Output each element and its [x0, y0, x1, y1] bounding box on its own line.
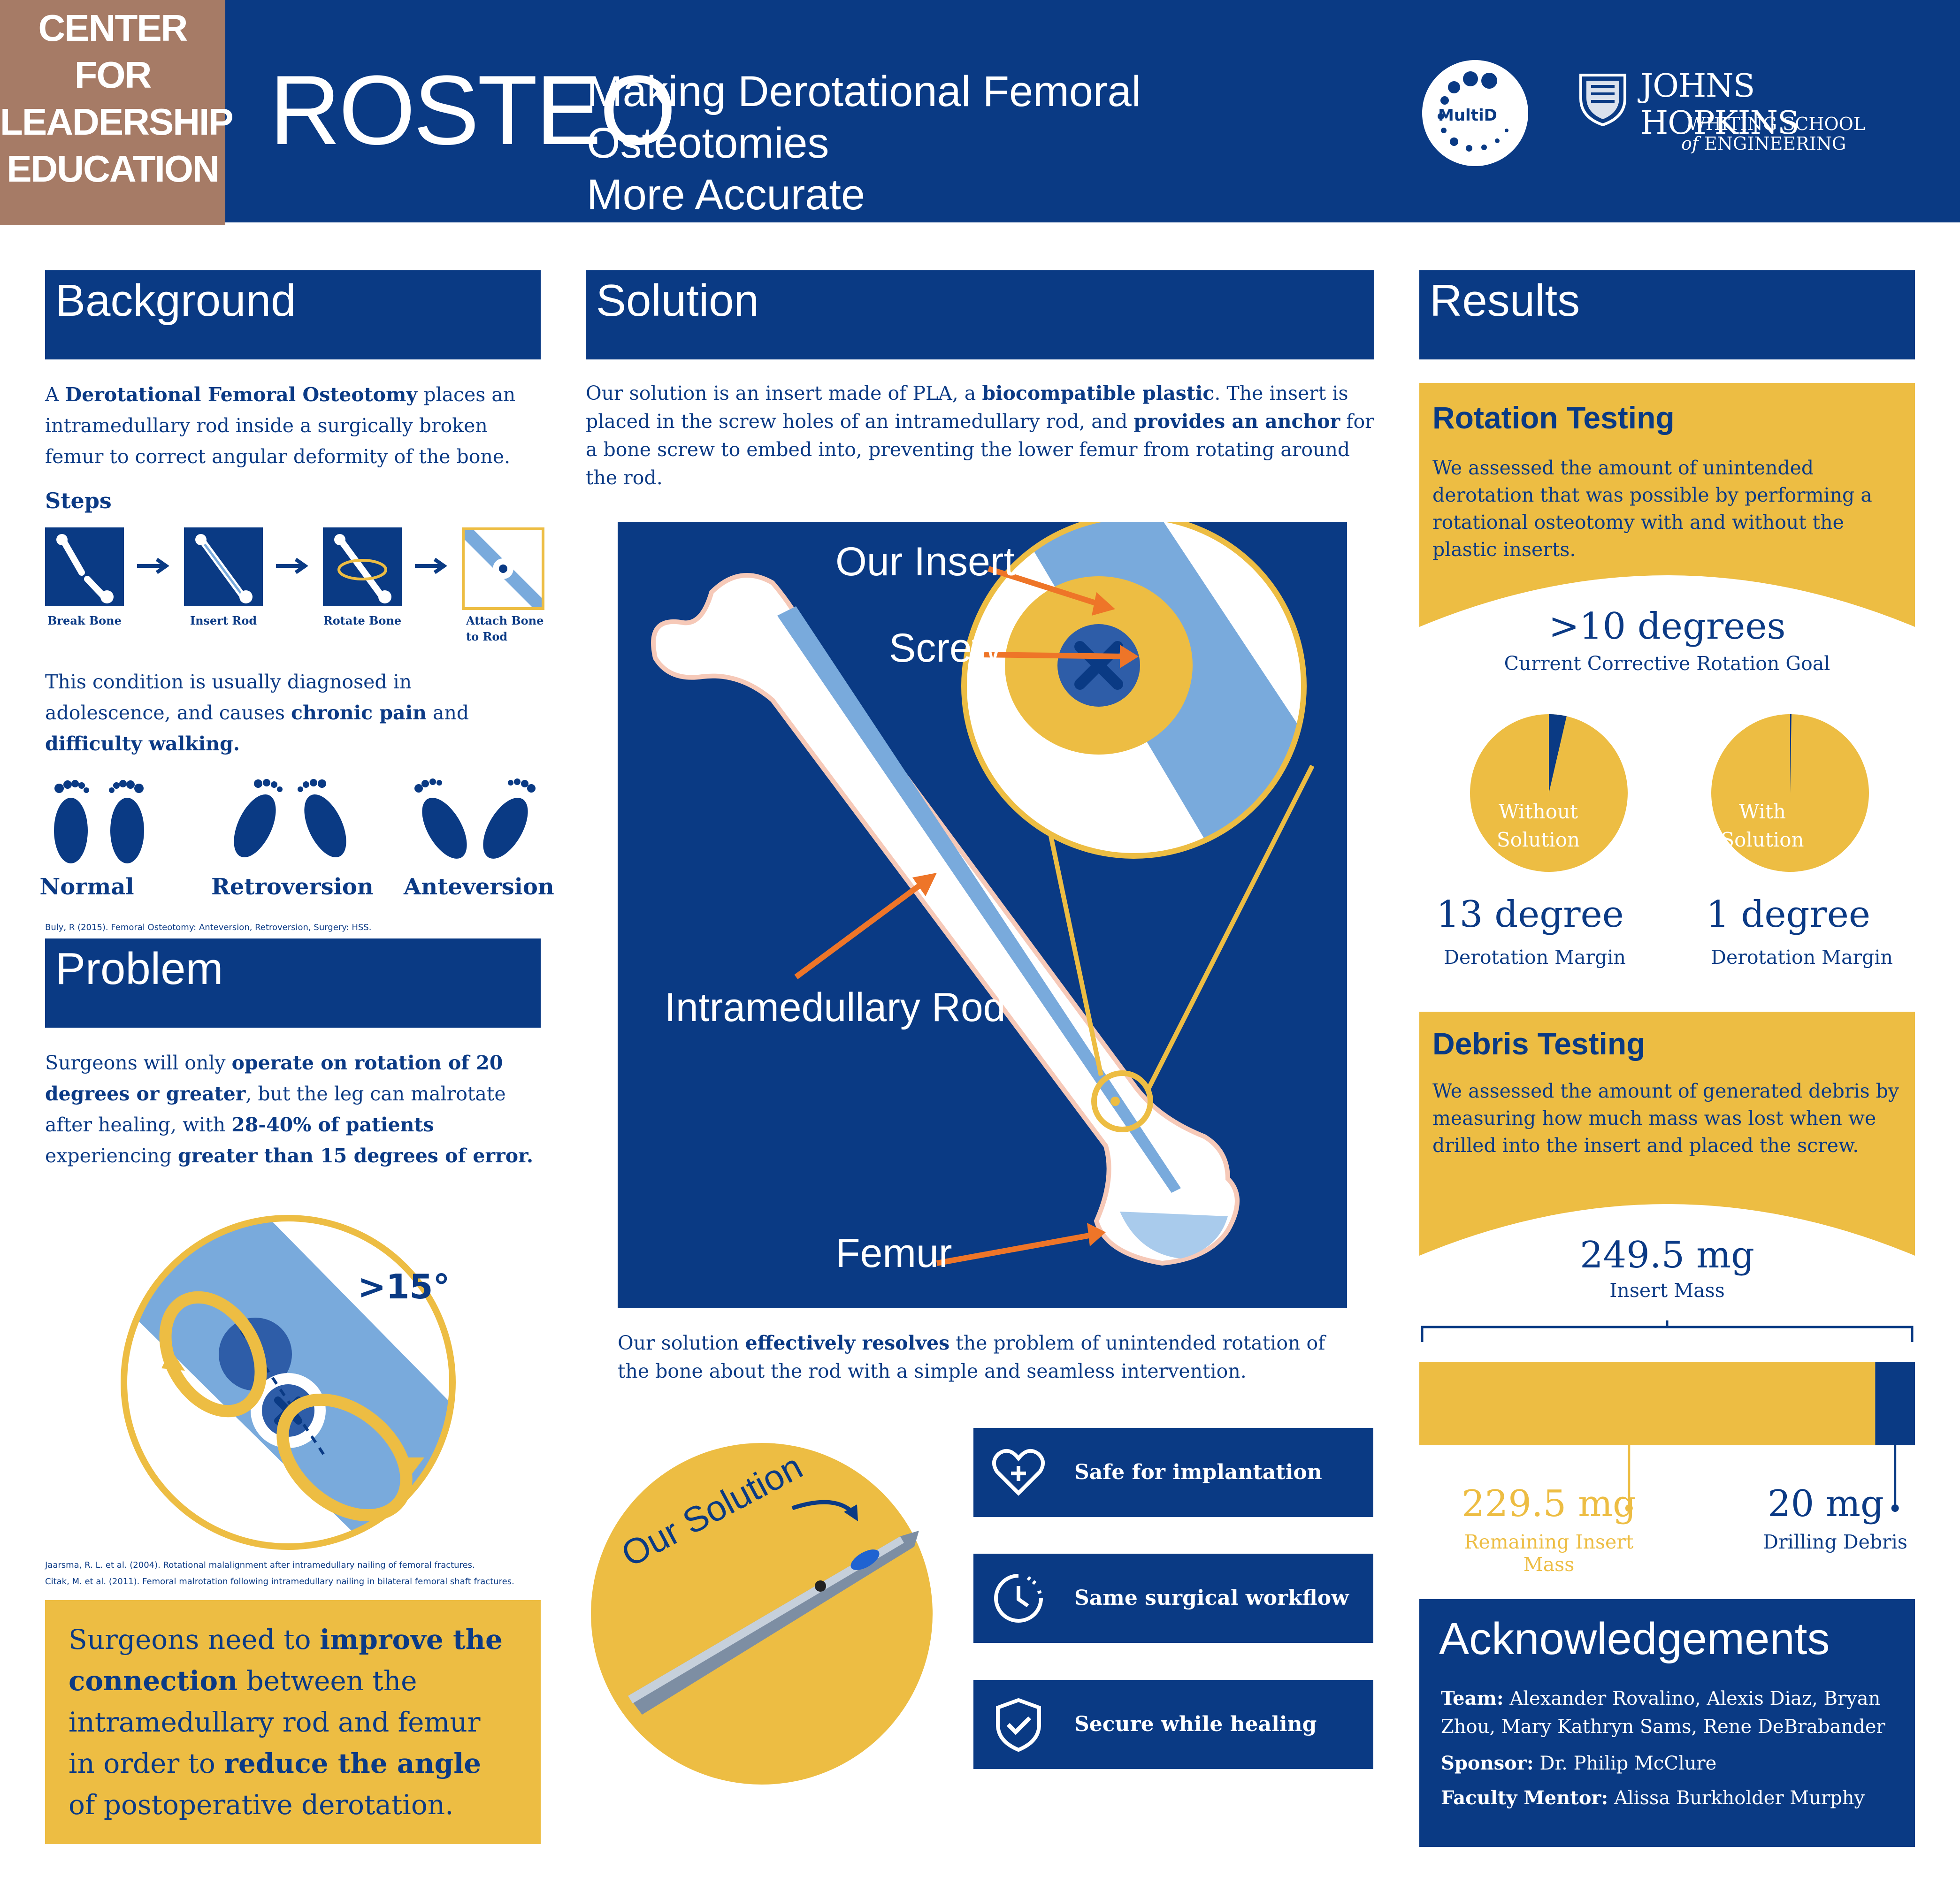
multid-logo: MultiD	[1422, 60, 1528, 166]
clock-icon	[994, 1574, 1043, 1623]
pie-slice-derotation	[1549, 714, 1567, 793]
project-title: ROSTEO	[269, 55, 676, 165]
debris-testing-heading: Debris Testing	[1432, 1026, 1646, 1061]
foot-label: Retroversion	[211, 874, 374, 900]
background-citation: Buly, R (2015). Femoral Osteotomy: Antev…	[45, 923, 372, 932]
without-solution-value: 13 degree	[1436, 893, 1624, 936]
foot-label: Normal	[39, 874, 134, 900]
bracket	[1421, 1320, 1914, 1342]
background-heading: Background	[45, 270, 541, 359]
rotation-goal-label: Current Corrective Rotation Goal	[1504, 652, 1830, 675]
shield-check-icon	[996, 1698, 1041, 1752]
problem-heading: Problem	[45, 938, 541, 1028]
screw-label: Screw	[889, 626, 1001, 671]
arrow-right-icon	[415, 557, 447, 574]
acknowledgements-box: Acknowledgements Team: Alexander Rovalin…	[1419, 1599, 1915, 1847]
without-solution-pie	[1470, 714, 1628, 872]
bar-drilling-debris	[1875, 1362, 1915, 1445]
rotation-goal-value: >10 degrees	[1548, 605, 1786, 648]
rotation-testing-text: We assessed the amount of unintended der…	[1432, 457, 1872, 561]
remaining-mass-value: 229.5 mg	[1462, 1483, 1636, 1525]
rotation-testing-panel	[1419, 383, 1915, 627]
center-for-leadership-education-logo: CENTER FOR LEADERSHIP EDUCATION	[0, 0, 234, 225]
insert-mass-bar-chart	[1419, 1320, 1915, 1512]
femur-rod-illustration	[651, 522, 1315, 1266]
solution-heading: Solution	[586, 270, 1374, 359]
derotation-margin-label: Derotation Margin	[1444, 946, 1626, 969]
pie-slice-derotation	[1790, 714, 1792, 793]
insert-mass-label: Insert Mass	[1609, 1279, 1725, 1302]
step-label: Break Bone	[47, 614, 122, 627]
step-rotate-bone-image	[323, 527, 402, 606]
drilling-debris-label: Drilling Debris	[1763, 1531, 1907, 1553]
step-attach-bone-image	[462, 527, 544, 610]
debris-testing-panel	[1419, 1012, 1915, 1256]
step-label: Attach Bone to Rod	[466, 614, 544, 643]
problem-citation: Citak, M. et al. (2011). Femoral malrota…	[45, 1577, 514, 1587]
retroversion-feet-icon	[234, 779, 346, 858]
derotation-margin-label: Derotation Margin	[1711, 946, 1893, 969]
arrow-right-icon	[137, 557, 169, 574]
feature-secure-healing: Secure while healing	[973, 1680, 1373, 1769]
background-intro: A Derotational Femoral Osteotomy places …	[45, 383, 516, 468]
acknowledgements-heading: Acknowledgements	[1439, 1614, 1830, 1664]
feature-safe-implantation: Safe for implantation	[973, 1428, 1373, 1517]
leader-dot	[1891, 1504, 1899, 1512]
rotation-testing-heading: Rotation Testing	[1432, 400, 1675, 435]
insert-mass-value: 249.5 mg	[1580, 1234, 1754, 1276]
mentor-credit: Faculty Mentor: Alissa Burkholder Murphy	[1441, 1787, 1865, 1809]
team-credit: Team: Alexander Rovalino, Alexis Diaz, B…	[1441, 1687, 1885, 1738]
condition-text: This condition is usually diagnosed in a…	[45, 671, 469, 755]
bar-remaining-mass	[1419, 1362, 1876, 1445]
angle-label: >15°	[358, 1267, 450, 1306]
drilling-debris-value: 20 mg	[1768, 1483, 1884, 1525]
steps-heading: Steps	[45, 488, 112, 513]
anteversion-feet-icon	[414, 778, 536, 859]
femur-diagram-panel: Our Insert Screw Intramedullary Rod Femu…	[618, 522, 1347, 1308]
our-insert-label: Our Insert	[835, 539, 1015, 584]
problem-citation: Jaarsma, R. L. et al. (2004). Rotational…	[45, 1560, 475, 1570]
heart-plus-icon	[992, 1449, 1045, 1496]
step-insert-rod-image	[184, 527, 263, 606]
feature-same-workflow: Same surgical workflow	[973, 1554, 1373, 1643]
remaining-mass-label: Remaining Insert Mass	[1464, 1531, 1634, 1576]
problem-callout-box: Surgeons need to improve the connection …	[45, 1600, 541, 1844]
foot-label: Anteversion	[404, 874, 554, 900]
normal-feet-icon	[54, 780, 144, 863]
problem-callout-text: Surgeons need to improve the connection …	[69, 1624, 503, 1821]
jhu-shield-icon	[1579, 74, 1626, 127]
debris-testing-text: We assessed the amount of generated debr…	[1432, 1080, 1899, 1157]
leader-dot	[1625, 1504, 1633, 1512]
our-solution-rod-image	[591, 1443, 933, 1785]
results-heading: Results	[1419, 270, 1915, 359]
sponsor-credit: Sponsor: Dr. Philip McClure	[1441, 1752, 1717, 1774]
solution-intro: Our solution is an insert made of PLA, a…	[586, 382, 1374, 489]
step-label: Insert Rod	[190, 614, 257, 627]
femur-label: Femur	[835, 1231, 952, 1276]
rotation-problem-diagram	[121, 1215, 456, 1550]
multid-dots-icon	[1438, 71, 1508, 152]
rod-label: Intramedullary Rod	[665, 985, 1006, 1030]
arrow-right-icon	[276, 557, 308, 574]
solution-conclusion: Our solution effectively resolves the pr…	[618, 1332, 1325, 1382]
header-band	[0, 0, 1960, 222]
project-tagline: Making Derotational Femoral Osteotomies …	[587, 68, 1141, 219]
step-break-bone-image	[45, 527, 124, 606]
feature-label: Same surgical workflow	[1074, 1586, 1349, 1610]
feature-label: Secure while healing	[1074, 1712, 1317, 1736]
jhu-logo: JOHNS HOPKINS WHITING SCHOOL of ENGINEER…	[1577, 68, 1915, 160]
with-solution-pie	[1711, 714, 1869, 872]
problem-text: Surgeons will only operate on rotation o…	[45, 1052, 534, 1167]
step-label: Rotate Bone	[323, 614, 402, 627]
feature-label: Safe for implantation	[1074, 1460, 1322, 1484]
with-solution-value: 1 degree	[1706, 893, 1871, 936]
